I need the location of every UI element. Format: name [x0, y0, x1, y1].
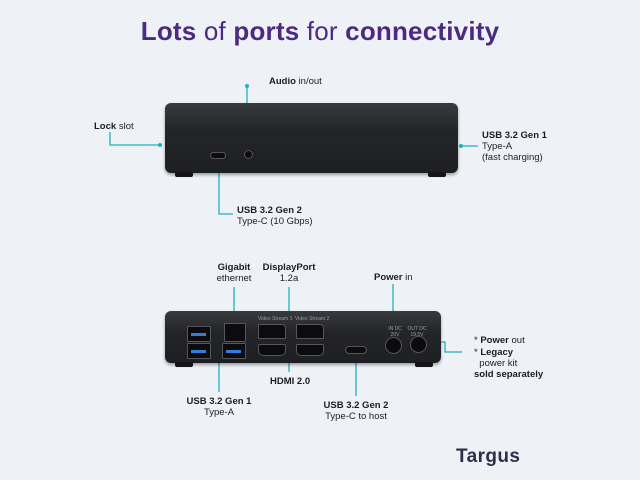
- displayport-icon: [296, 324, 324, 339]
- rear-foot-left: [175, 362, 193, 367]
- title-part1: Lots: [140, 16, 197, 46]
- label-power-out: * Power out: [474, 335, 525, 346]
- page-title: Lots of ports for connectivity: [0, 16, 640, 47]
- usb-c-icon: [210, 152, 226, 159]
- usb-icon: [187, 326, 211, 342]
- power-icon: [410, 336, 427, 353]
- video-stream-1-label: Video Stream 1: [258, 316, 293, 322]
- power-out-print: OUT DC 19.5V: [407, 326, 427, 338]
- label-audio: Audio in/out: [269, 76, 322, 87]
- title-part4: for: [299, 16, 346, 46]
- hdmi-icon: [258, 344, 286, 356]
- hdmi-icon: [296, 344, 324, 356]
- brand-logo: Targus: [456, 446, 521, 467]
- power-icon: [385, 337, 402, 354]
- usb-icon: [187, 343, 211, 359]
- ethernet-icon: [224, 323, 246, 342]
- front-foot-right: [428, 172, 446, 177]
- usb-c-icon: [345, 346, 367, 354]
- displayport-icon: [258, 324, 286, 339]
- dock-front-view: [165, 103, 458, 173]
- title-part3: ports: [233, 16, 300, 46]
- video-stream-2-label: Video Stream 2: [295, 316, 330, 322]
- front-foot-left: [175, 172, 193, 177]
- usb-icon: [222, 343, 246, 359]
- title-part5: connectivity: [345, 16, 500, 46]
- label-lock: Lock slot: [94, 121, 134, 132]
- title-part2: of: [196, 16, 234, 46]
- audio-jack-icon: [244, 150, 253, 159]
- rear-foot-right: [415, 362, 433, 367]
- power-in-print: IN DC 20V: [388, 326, 402, 338]
- label-hdmi: HDMI 2.0: [270, 376, 311, 387]
- label-power-in: Power in: [374, 272, 413, 283]
